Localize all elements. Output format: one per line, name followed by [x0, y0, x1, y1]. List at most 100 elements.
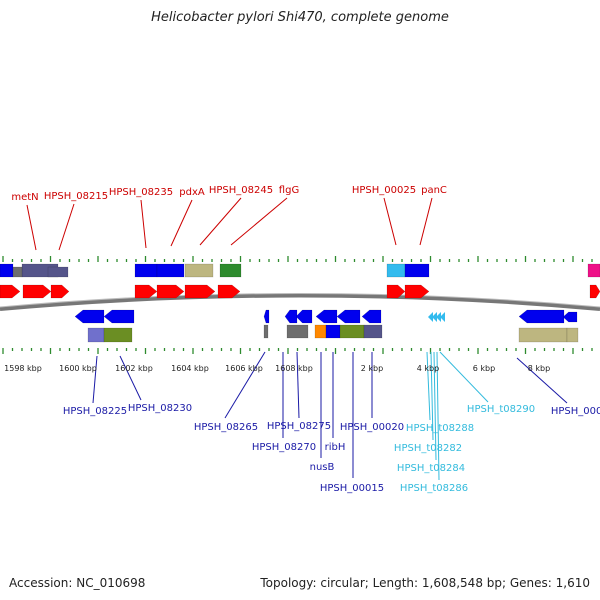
gene-box [286, 324, 309, 339]
gene-box [386, 263, 406, 278]
feature-label: HPSH_08265 [194, 422, 258, 433]
map-title: Helicobacter pylori Shi470, complete gen… [151, 10, 449, 25]
feature-label: HPSH_t08290 [467, 404, 535, 415]
trna-arrow [432, 312, 437, 322]
cds-arrow [50, 284, 70, 299]
gene-box [587, 263, 600, 278]
leader-line [58, 203, 75, 251]
genome-backbone-highlight [0, 293, 600, 308]
leader-line [140, 199, 147, 249]
gene-box [87, 327, 105, 343]
gene-box [0, 263, 14, 278]
scale-label: 1598 kbp [4, 364, 42, 373]
cds-arrow [589, 284, 600, 299]
gene-box [363, 324, 383, 339]
leader-line [439, 351, 489, 403]
feature-label: panC [421, 185, 447, 196]
gene-box [219, 263, 242, 278]
leader-line [383, 197, 397, 246]
cds-arrow [0, 284, 21, 299]
feature-label: HPSH_08275 [267, 421, 331, 432]
cds-arrow [361, 309, 382, 324]
cds-arrow [103, 309, 135, 324]
gene-box [156, 263, 185, 278]
feature-label: HPSH_t08284 [397, 463, 465, 474]
feature-label: HPSH_00045 [551, 406, 600, 417]
genome-backbone [0, 293, 600, 311]
gene-box [47, 266, 69, 278]
feature-label: metN [11, 192, 38, 203]
scale-label: 4 kbp [417, 364, 439, 373]
top-ticks [2, 256, 593, 262]
label-leaders [26, 197, 568, 481]
feature-label: HPSH_t08282 [394, 443, 462, 454]
cds-arrow [134, 284, 158, 299]
leader-line [224, 351, 266, 419]
leader-line [199, 197, 242, 246]
feature-label: ribH [325, 442, 346, 453]
cds-arrow [74, 309, 105, 324]
gene-box [134, 263, 158, 278]
trna-arrow [440, 312, 445, 322]
scale-label: 1604 kbp [171, 364, 209, 373]
feature-label: HPSH_08215 [44, 191, 108, 202]
feature-label: HPSH_00020 [340, 422, 404, 433]
leader-line [230, 197, 288, 246]
genome-summary-text: Topology: circular; Length: 1,608,548 bp… [260, 576, 590, 590]
gene-box [404, 263, 430, 278]
bottom-ticks [2, 348, 593, 354]
feature-label: HPSH_08270 [252, 442, 316, 453]
cds-arrow [295, 309, 313, 324]
cds-arrow [22, 284, 52, 299]
gene-box [518, 327, 568, 343]
gene-box [103, 327, 133, 343]
scale-label: 6 kbp [473, 364, 495, 373]
gene-box [12, 266, 23, 278]
features [0, 263, 600, 343]
feature-label: HPSH_08245 [209, 185, 273, 196]
scale-label: 1606 kbp [225, 364, 263, 373]
gene-box [325, 324, 341, 339]
gene-box [339, 324, 365, 339]
leader-line [119, 355, 142, 401]
leader-line [296, 351, 300, 419]
scale-label: 1602 kbp [115, 364, 153, 373]
feature-label: nusB [310, 462, 335, 473]
cds-arrow [562, 311, 578, 323]
scale-label: 1608 kbp [275, 364, 313, 373]
feature-label: flgG [279, 185, 299, 196]
leader-line [430, 351, 434, 441]
scale-labels: 1598 kbp 1600 kbp 1602 kbp 1604 kbp 1606 kbp… [4, 364, 550, 373]
cds-arrow [184, 284, 216, 299]
cds-arrow [404, 284, 430, 299]
feature-label: HPSH_08225 [63, 406, 127, 417]
leader-line [170, 199, 193, 247]
feature-label: pdxA [179, 187, 205, 198]
leader-line [433, 351, 437, 461]
leader-line [516, 357, 568, 404]
cds-arrow [386, 284, 406, 299]
trna-arrow [428, 312, 433, 322]
gene-box [184, 263, 214, 278]
cds-arrow [518, 309, 565, 324]
feature-label: HPSH_00025 [352, 185, 416, 196]
feature-label: HPSH_t08286 [400, 483, 468, 494]
gene-box [263, 324, 269, 339]
gene-box [566, 327, 579, 343]
feature-label: HPSH_t08288 [406, 423, 474, 434]
scale-label: 8 kbp [528, 364, 550, 373]
cds-arrow [284, 309, 298, 324]
cds-arrow [217, 284, 241, 299]
feature-label: HPSH_08230 [128, 403, 192, 414]
leader-line [419, 197, 433, 246]
cds-arrow [315, 309, 338, 324]
scale-label: 2 kbp [361, 364, 383, 373]
cds-arrow [263, 309, 270, 324]
leader-line [26, 204, 37, 251]
scale-label: 1600 kbp [59, 364, 97, 373]
leader-line [436, 351, 440, 481]
gene-box [314, 324, 327, 339]
accession-text: Accession: NC_010698 [9, 576, 146, 590]
